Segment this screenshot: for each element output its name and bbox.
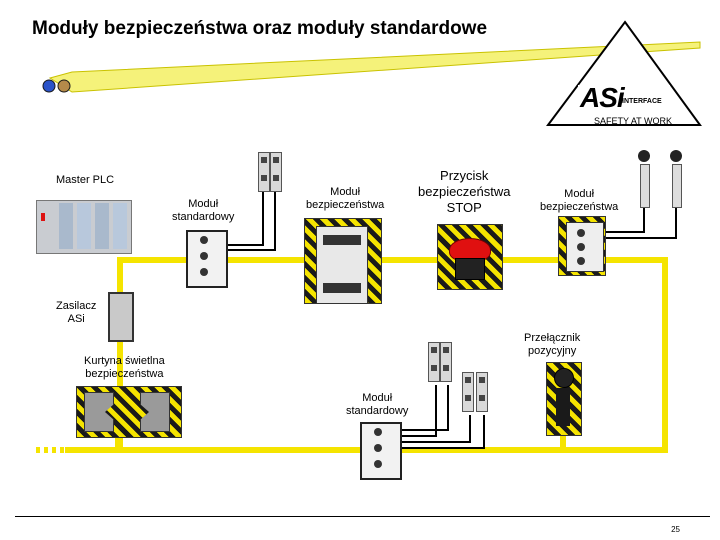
label-line: bezpieczeństwa: [85, 368, 164, 380]
standard-module-1: [186, 230, 228, 288]
safety-module-2-label: Moduł bezpieczeństwa: [540, 188, 618, 214]
label-line: bezpieczeństwa: [306, 199, 385, 211]
terminal-strip: [323, 235, 361, 245]
page-number: 25: [671, 525, 680, 534]
master-plc-label: Master PLC: [56, 174, 115, 186]
label-line: Kurtyna świetlna: [84, 355, 165, 367]
power-supply-label: Zasilacz ASi: [56, 300, 96, 326]
sensor-icon: [440, 342, 452, 382]
plc-slot: [77, 203, 91, 249]
port-icon: [200, 252, 208, 260]
port-icon: [374, 444, 382, 452]
logo-sub: INTERFACE: [622, 98, 662, 105]
label-line: standardowy: [346, 405, 409, 417]
sensor-icon: [258, 152, 270, 192]
power-supply-line: Zasilacz: [56, 300, 97, 312]
port-icon: [577, 229, 585, 237]
safety-module-1-label: Moduł bezpieczeństwa: [306, 186, 384, 212]
light-curtain-label: Kurtyna świetlna bezpieczeństwa: [84, 355, 165, 381]
position-switch-icon: [552, 368, 574, 428]
terminal-strip: [323, 283, 361, 293]
sensor-icon: [270, 152, 282, 192]
label-line: STOP: [446, 200, 482, 215]
position-switch-label: Przełącznik pozycyjny: [524, 332, 580, 358]
sensor-icon: [462, 372, 474, 412]
footer-line: [15, 516, 710, 517]
logo-tagline: SAFETY AT WORK: [594, 116, 673, 126]
label-line: bezpieczeństwa: [540, 201, 619, 213]
asi-logo: ASi INTERFACE: [580, 82, 670, 113]
label-line: standardowy: [172, 211, 235, 223]
plc-indicator-icon: [41, 213, 45, 221]
safety-module-2: [566, 222, 604, 272]
port-icon: [200, 268, 208, 276]
plc-slot: [59, 203, 73, 249]
sensor-icon: [476, 372, 488, 412]
label-line: pozycyjny: [527, 345, 577, 357]
port-icon: [577, 243, 585, 251]
door-switch-icon: [670, 150, 682, 208]
label-line: bezpieczeństwa: [418, 184, 511, 199]
port-icon: [577, 257, 585, 265]
emitter-brown-icon: [57, 79, 71, 93]
sensor-icon: [428, 342, 440, 382]
emitter-blue-icon: [42, 79, 56, 93]
plc-rack: [36, 200, 132, 254]
safety-module-1: [316, 226, 368, 304]
power-supply-line: ASi: [67, 313, 85, 325]
label-line: Przełącznik: [524, 332, 581, 344]
port-icon: [374, 428, 382, 436]
label-line: Moduł: [362, 392, 393, 404]
door-switch-icon: [638, 150, 650, 208]
label-line: Przycisk: [440, 168, 489, 183]
power-supply-box: [108, 292, 134, 342]
label-line: Moduł: [188, 198, 219, 210]
standard-module-2: [360, 422, 402, 480]
standard-module-1-label: Moduł standardowy: [172, 198, 234, 224]
page-title: Moduły bezpieczeństwa oraz moduły standa…: [32, 18, 488, 39]
plc-slot: [113, 203, 127, 249]
port-icon: [374, 460, 382, 468]
label-line: Moduł: [330, 186, 361, 198]
estop-label: Przycisk bezpieczeństwa STOP: [418, 168, 511, 216]
logo-brand: ASi: [580, 82, 625, 113]
label-line: Moduł: [564, 188, 595, 200]
estop-button-icon: [449, 238, 491, 280]
plc-slot: [95, 203, 109, 249]
port-icon: [200, 236, 208, 244]
standard-module-2-label: Moduł standardowy: [346, 392, 408, 418]
